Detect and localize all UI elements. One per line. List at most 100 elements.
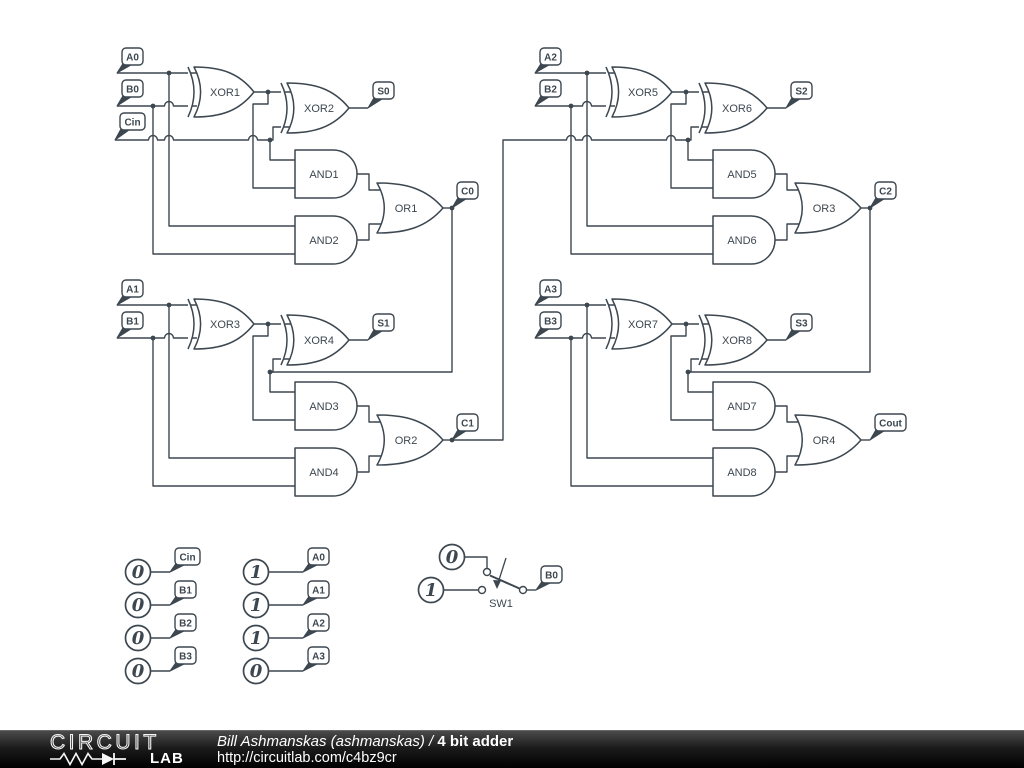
source-circle-a1[interactable] — [242, 591, 270, 619]
netflag-s2[interactable] — [790, 81, 813, 100]
sourceflag-b1[interactable] — [174, 580, 197, 599]
wire[interactable] — [269, 372, 295, 393]
gate-xor5[interactable] — [605, 66, 673, 118]
gate-xor1[interactable] — [187, 66, 255, 118]
sourceflag-a2[interactable] — [307, 613, 330, 632]
sourceflag-b2[interactable] — [174, 613, 197, 632]
switch-wire[interactable] — [464, 556, 488, 568]
wire[interactable] — [670, 324, 713, 421]
netflag-s0[interactable] — [372, 81, 395, 100]
source-circle-b2[interactable] — [124, 624, 152, 652]
wire[interactable] — [775, 223, 803, 241]
wire[interactable] — [535, 332, 615, 339]
netflag-b3-label: B3 — [544, 317, 557, 328]
netflag-c0[interactable] — [456, 181, 479, 200]
wire[interactable] — [670, 92, 713, 189]
net-wire[interactable] — [270, 208, 453, 373]
gate-and1[interactable] — [294, 149, 358, 199]
switch-terminal[interactable] — [477, 585, 487, 595]
netflag-c1-label: C1 — [461, 419, 474, 430]
switch-terminal[interactable] — [482, 567, 492, 577]
gate-and8[interactable] — [712, 447, 776, 497]
switch-terminal[interactable] — [518, 585, 528, 595]
source-circle-cin[interactable] — [124, 558, 152, 586]
gate-xor8[interactable] — [698, 314, 768, 366]
wire[interactable] — [252, 324, 295, 421]
gate-or1[interactable] — [376, 182, 444, 234]
net-wire[interactable] — [452, 134, 688, 441]
netflag-s3[interactable] — [790, 313, 813, 332]
wire[interactable] — [252, 92, 295, 189]
wire[interactable] — [168, 305, 295, 459]
source-circle-b3[interactable] — [124, 657, 152, 685]
sourceflag-cin[interactable] — [174, 547, 201, 566]
gate-label-and4: AND4 — [309, 467, 338, 479]
wire[interactable] — [152, 106, 295, 255]
netflag-b1[interactable] — [121, 311, 144, 330]
net-wire[interactable] — [688, 208, 871, 373]
wire[interactable] — [269, 140, 295, 161]
net-wire[interactable] — [115, 134, 270, 141]
wire[interactable] — [570, 338, 713, 487]
source-circle-b1[interactable] — [124, 591, 152, 619]
wire[interactable] — [775, 455, 803, 473]
wire[interactable] — [586, 73, 713, 227]
switch-lever[interactable] — [489, 574, 520, 590]
gate-and4[interactable] — [294, 447, 358, 497]
wire[interactable] — [687, 140, 713, 161]
gate-or2[interactable] — [376, 414, 444, 466]
wire[interactable] — [535, 100, 615, 107]
gate-xor7[interactable] — [605, 298, 673, 350]
junction-dot — [568, 335, 574, 341]
gate-and3[interactable] — [294, 381, 358, 431]
gate-and5[interactable] — [712, 149, 776, 199]
netflag-a2[interactable] — [539, 47, 562, 66]
wire[interactable] — [775, 405, 803, 423]
wire[interactable] — [357, 405, 385, 423]
wire[interactable] — [586, 305, 713, 459]
wire[interactable] — [687, 372, 713, 393]
gate-and2[interactable] — [294, 215, 358, 265]
netflag-cin[interactable] — [119, 112, 146, 131]
logo-circuit-text: CIRCUIT — [50, 730, 160, 754]
netflag-a3[interactable] — [539, 279, 562, 298]
sourceflag-b3[interactable] — [174, 646, 197, 665]
sourceflag-a1[interactable] — [307, 580, 330, 599]
switch-source-circle-1[interactable] — [417, 576, 445, 604]
netflag-s1[interactable] — [372, 313, 395, 332]
switch-source-circle-0[interactable] — [438, 543, 466, 571]
gate-and6[interactable] — [712, 215, 776, 265]
sourceflag-a3[interactable] — [307, 646, 330, 665]
gate-xor2[interactable] — [280, 82, 350, 134]
source-circle-a0[interactable] — [242, 558, 270, 586]
netflag-b3[interactable] — [539, 311, 562, 330]
wire[interactable] — [117, 332, 197, 339]
sourceflag-a0[interactable] — [307, 547, 330, 566]
netflag-a0[interactable] — [121, 47, 144, 66]
wire[interactable] — [775, 173, 803, 191]
wire[interactable] — [168, 73, 295, 227]
source-circle-a2[interactable] — [242, 624, 270, 652]
wire[interactable] — [152, 338, 295, 487]
wire[interactable] — [357, 173, 385, 191]
netflag-c1[interactable] — [456, 413, 479, 432]
gate-xor3[interactable] — [187, 298, 255, 350]
netflag-b0[interactable] — [121, 79, 144, 98]
wire[interactable] — [357, 455, 385, 473]
gate-xor6[interactable] — [698, 82, 768, 134]
gate-or3[interactable] — [794, 182, 862, 234]
wire[interactable] — [570, 106, 713, 255]
netflag-a1[interactable] — [121, 279, 144, 298]
source-circle-a3[interactable] — [242, 657, 270, 685]
gate-or4[interactable] — [794, 414, 862, 466]
junction-dot — [449, 437, 455, 443]
netflag-c2[interactable] — [874, 181, 897, 200]
sourceflag-b0-switch[interactable] — [540, 565, 563, 584]
schematic-canvas[interactable]: XOR1XOR2AND1AND2OR1XOR3XOR4AND3AND4OR2XO… — [0, 0, 1024, 730]
netflag-b2[interactable] — [539, 79, 562, 98]
netflag-cout[interactable] — [874, 413, 907, 432]
gate-and7[interactable] — [712, 381, 776, 431]
wire[interactable] — [357, 223, 385, 241]
wire[interactable] — [117, 100, 197, 107]
gate-xor4[interactable] — [280, 314, 350, 366]
